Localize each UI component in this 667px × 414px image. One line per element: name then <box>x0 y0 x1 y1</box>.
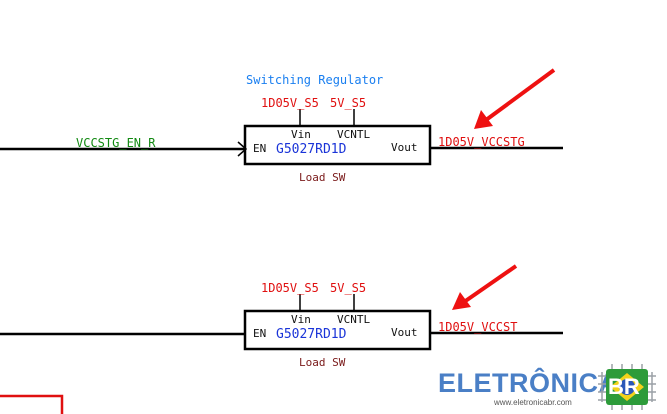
partial-red-box <box>0 394 64 414</box>
chip-body-2 <box>243 309 432 351</box>
en-pin-label-2: EN <box>253 327 267 340</box>
vout-pin-label-1: Vout <box>391 141 418 154</box>
output-net-label-1: 1D05V_VCCSTG <box>438 135 525 149</box>
chip-badge-icon: BR <box>598 364 656 410</box>
red-arrow-1 <box>474 68 556 129</box>
vout-pin-label-2: Vout <box>391 326 418 339</box>
chip-body-1 <box>243 124 432 166</box>
watermark-brand: ELETRÔNICA <box>438 368 619 398</box>
caption-2: Load SW <box>299 356 346 369</box>
vin-net-label-2: 1D05V_S5 <box>261 281 319 295</box>
caption-1: Load SW <box>299 171 346 184</box>
vin-pin-label-1: Vin <box>291 128 311 141</box>
output-net-label-2: 1D05V_VCCST <box>438 320 518 334</box>
watermark-logo: ELETRÔNICA www.eletronicabr.com BR <box>436 362 667 414</box>
block-title: Switching Regulator <box>246 73 384 87</box>
watermark-badge-text: BR <box>608 374 640 399</box>
part-name-2: G5027RD1D <box>276 327 347 342</box>
vcntl-pin-label-2: VCNTL <box>337 313 371 326</box>
input-net-label-1: VCCSTG_EN_R <box>76 136 156 150</box>
vcntl-net-label-1: 5V_S5 <box>330 96 367 110</box>
vin-net-label-1: 1D05V_S5 <box>261 96 319 110</box>
regulator-1 <box>0 68 563 166</box>
vcntl-pin-label-1: VCNTL <box>337 128 371 141</box>
red-arrow-2 <box>452 264 518 310</box>
watermark-url: www.eletronicabr.com <box>494 398 572 407</box>
vcntl-net-label-2: 5V_S5 <box>330 281 367 295</box>
regulator-2 <box>0 264 563 351</box>
part-name-1: G5027RD1D <box>276 142 347 157</box>
vin-pin-label-2: Vin <box>291 313 311 326</box>
en-pin-label-1: EN <box>253 142 267 155</box>
